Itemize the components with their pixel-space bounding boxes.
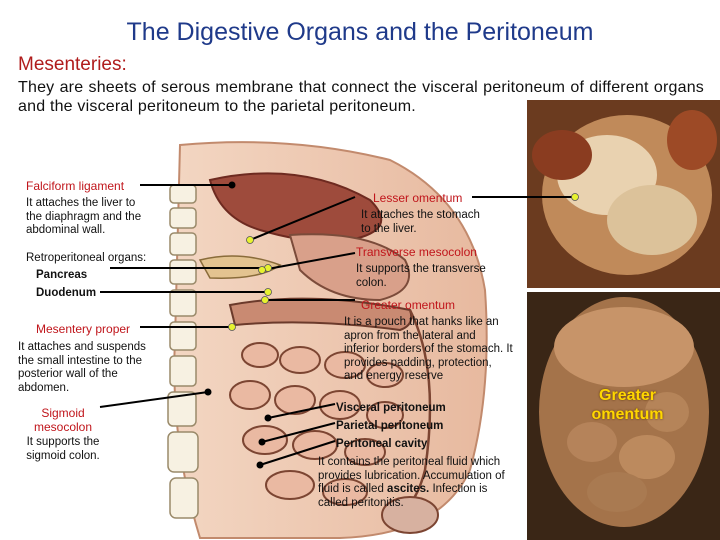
falciform-label: Falciform ligament: [26, 179, 125, 193]
transverse-mesocolon-desc: It supports the transverse colon.: [356, 263, 486, 289]
subheading: Mesenteries:: [18, 54, 127, 75]
parietal-peritoneum-label: Parietal peritoneum: [336, 420, 444, 432]
greater-omentum-desc: It is a pouch that hanks like an apron f…: [344, 316, 513, 382]
pancreas-label: Pancreas: [36, 269, 88, 281]
mesentery-proper-label: Mesentery proper: [36, 322, 131, 336]
peritoneal-cavity-desc: It contains the peritoneal fluid which p…: [318, 456, 505, 509]
greater-omentum-label: Greater omentum: [361, 298, 456, 312]
lesser-omentum-label: Lesser omentum: [373, 191, 463, 205]
cadaver-photo-bottom: [527, 292, 720, 540]
falciform-desc: It attaches the liver to the diaphragm a…: [26, 197, 142, 236]
sigmoid-mesocolon-label: Sigmoid mesocolon: [33, 406, 93, 434]
duodenum-label: Duodenum: [36, 287, 97, 299]
lesser-omentum-desc: It attaches the stomach to the liver.: [361, 209, 480, 235]
transverse-mesocolon-label: Transverse mesocolon: [356, 245, 477, 259]
visceral-peritoneum-label: Visceral peritoneum: [336, 402, 446, 414]
sigmoid-mesocolon-desc: It supports the sigmoid colon.: [26, 436, 100, 462]
photo-caption: Greater omentum: [591, 387, 664, 423]
mesentery-proper-desc: It attaches and suspends the small intes…: [18, 341, 146, 394]
peritoneal-cavity-label: Peritoneal cavity: [336, 438, 428, 450]
intro-text: They are sheets of serous membrane that …: [18, 79, 704, 115]
cadaver-photo-top: [527, 100, 720, 288]
retroperitoneal-heading: Retroperitoneal organs:: [26, 252, 147, 264]
page-title: The Digestive Organs and the Peritoneum: [126, 18, 594, 46]
